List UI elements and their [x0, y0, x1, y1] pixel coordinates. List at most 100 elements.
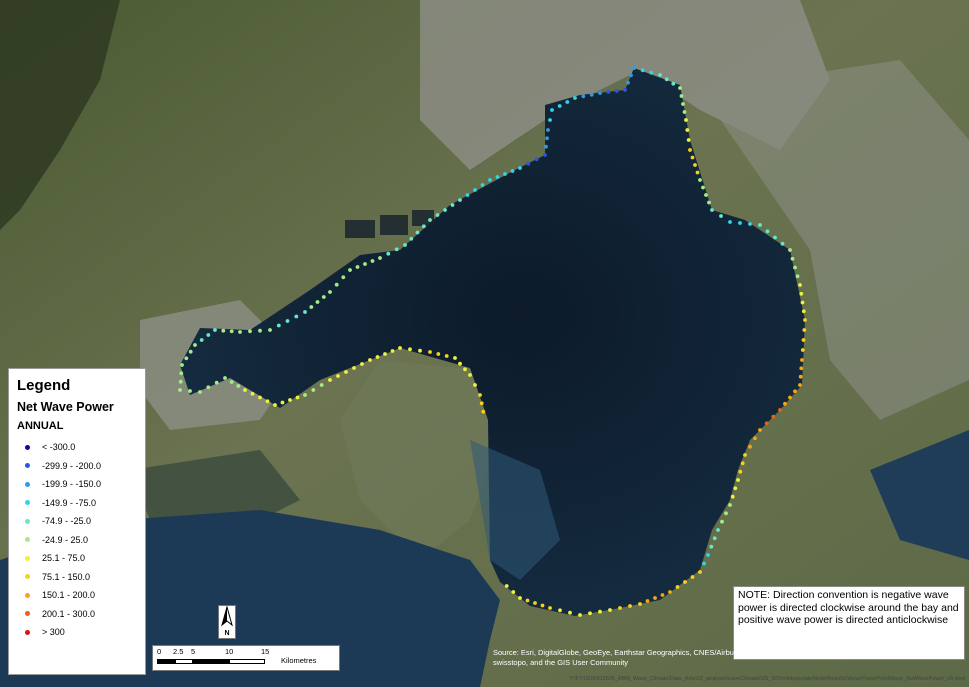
legend-label: -299.9 - -200.0: [42, 460, 102, 471]
wave-power-point: [649, 70, 654, 75]
wave-power-point: [348, 268, 352, 272]
urban-area-east: [700, 60, 969, 420]
wave-power-point: [525, 598, 530, 603]
wave-power-point: [550, 108, 554, 112]
wave-power-point: [288, 398, 292, 402]
wave-power-point: [675, 585, 680, 589]
wave-power-point: [740, 461, 745, 466]
legend-label: -24.9 - 25.0: [42, 534, 89, 545]
scale-segment-1: [157, 659, 175, 664]
wave-power-point: [748, 222, 752, 226]
urban-area-north: [420, 0, 830, 170]
wave-power-point: [698, 178, 702, 182]
wave-power-point: [632, 66, 636, 70]
wave-power-point: [568, 610, 572, 615]
wave-power-point: [328, 290, 332, 294]
wave-power-point: [188, 349, 193, 354]
wave-power-point: [588, 611, 592, 616]
wave-power-point: [526, 161, 531, 166]
wave-power-point: [798, 283, 802, 287]
wave-power-point: [724, 511, 728, 516]
wave-power-point: [273, 403, 277, 407]
wave-power-point: [543, 153, 547, 157]
wave-power-point: [668, 590, 672, 594]
wave-power-point: [719, 214, 723, 218]
legend-panel: Legend Net Wave Power ANNUAL < -300.0-29…: [8, 368, 146, 675]
wave-power-point: [728, 220, 732, 224]
legend-dot-icon: [25, 611, 30, 617]
wave-power-point: [790, 256, 795, 261]
wave-power-point: [801, 309, 806, 314]
wave-power-point: [793, 389, 797, 394]
wave-power-point: [465, 193, 470, 197]
wave-power-point: [375, 355, 380, 359]
wave-power-points: [178, 66, 807, 617]
wave-power-point: [436, 352, 441, 356]
wave-power-point: [706, 553, 710, 557]
wave-power-point: [463, 367, 467, 372]
legend-item: -74.9 - -25.0: [17, 512, 145, 531]
wave-power-point: [578, 613, 582, 617]
legend-dot-icon: [25, 555, 30, 561]
wave-power-point: [421, 224, 426, 229]
north-label: N: [224, 630, 230, 637]
wave-power-point: [179, 371, 184, 376]
wave-power-point: [258, 395, 262, 400]
wave-power-point: [480, 183, 485, 187]
wave-power-point: [728, 503, 732, 507]
legend-items: < -300.0-299.9 - -200.0-199.9 - -150.0-1…: [17, 438, 145, 642]
legend-dot-icon: [25, 500, 30, 506]
wave-power-point: [681, 102, 685, 106]
wave-power-point: [248, 329, 252, 334]
wave-power-point: [730, 494, 735, 499]
wave-power-point: [180, 363, 184, 367]
wave-power-point: [360, 362, 364, 366]
wave-power-point: [504, 584, 509, 588]
wave-power-point: [478, 393, 482, 397]
wave-power-point: [229, 380, 234, 384]
wave-power-point: [199, 338, 204, 342]
wave-power-point: [743, 453, 747, 457]
wave-power-point: [645, 599, 650, 603]
scale-bar: 0 2.5 5 10 15 Kilometres: [152, 645, 340, 671]
legend-label: -149.9 - -75.0: [42, 497, 97, 508]
wave-power-point: [698, 570, 702, 574]
wave-power-point: [390, 349, 395, 353]
wave-power-point: [702, 561, 706, 566]
wave-power-point: [206, 385, 211, 390]
legend-label: 25.1 - 75.0: [42, 553, 86, 564]
wave-power-point: [370, 259, 375, 263]
wave-power-point: [378, 256, 382, 260]
wave-power-point: [238, 330, 242, 334]
wave-power-point: [458, 361, 462, 366]
wave-power-point: [686, 138, 691, 142]
wave-power-point: [695, 170, 700, 175]
wave-power-point: [250, 391, 255, 396]
wave-power-point: [660, 593, 665, 597]
wave-power-point: [178, 388, 182, 392]
wave-power-point: [626, 80, 630, 85]
sand-banks: [470, 440, 560, 580]
wave-power-point: [518, 596, 522, 600]
scale-segment-2: [175, 659, 193, 664]
wave-power-point: [565, 100, 570, 104]
forest-area: [0, 0, 120, 230]
legend-item: 200.1 - 300.0: [17, 605, 145, 624]
wave-power-point: [544, 144, 548, 149]
wave-power-point: [319, 383, 324, 387]
wave-power-point: [481, 409, 486, 414]
wave-power-point: [678, 86, 682, 90]
wave-power-point: [581, 94, 586, 99]
legend-item: -199.9 - -150.0: [17, 475, 145, 494]
wave-power-point: [614, 89, 619, 93]
wave-power-point: [295, 395, 300, 400]
file-path: Y:\FY1509\915505_ABM_Wave_Climate\Data_A…: [569, 676, 965, 682]
wave-power-point: [803, 318, 807, 322]
wave-power-point: [236, 384, 241, 388]
wave-power-point: [428, 218, 432, 222]
wave-power-point: [363, 262, 367, 266]
wave-power-point: [479, 401, 484, 406]
legend-dot-icon: [25, 481, 30, 487]
legend-dot-icon: [25, 629, 30, 635]
wave-power-point: [444, 354, 449, 358]
